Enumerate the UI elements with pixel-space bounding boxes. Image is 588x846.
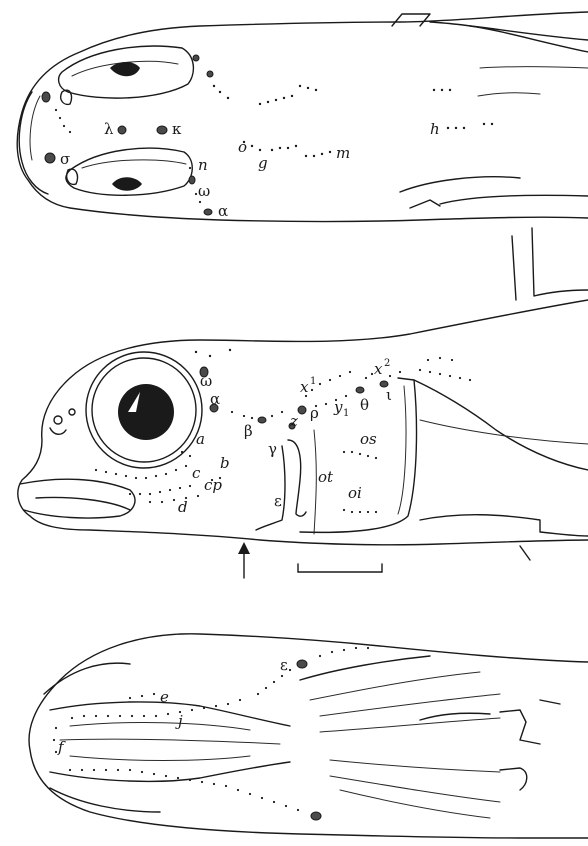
lateral-view-panel: ω α a b c cp d β γ ε z ρ θ ι x 1 x 2 y 1… — [18, 228, 588, 578]
lateral-label-c: c — [192, 464, 201, 482]
dorsal-label-g: g — [258, 154, 268, 172]
dorsal-label-omega: ω — [198, 182, 210, 200]
lateral-label-oi: oi — [348, 484, 362, 502]
lateral-label-y1: y — [333, 398, 343, 416]
dorsal-label-lambda: λ — [104, 120, 114, 138]
lateral-label-b: b — [220, 454, 230, 472]
lateral-label-x2-sup: 2 — [384, 358, 390, 369]
lateral-label-beta: β — [244, 422, 253, 440]
dorsal-label-sigma: σ — [60, 150, 70, 168]
lateral-label-theta: θ — [360, 396, 369, 414]
dorsal-label-kappa: κ — [172, 120, 182, 138]
lateral-label-gamma: γ — [268, 440, 277, 458]
lateral-label-iota: ι — [386, 386, 392, 404]
dorsal-label-o: o — [238, 138, 247, 156]
ventral-label-j: j — [175, 712, 183, 730]
ventral-label-f: f — [57, 738, 66, 756]
dorsal-label-h: h — [430, 120, 440, 138]
dorsal-label-alpha: α — [218, 202, 228, 220]
lateral-label-x2: x — [374, 360, 383, 378]
dorsal-view-panel: λ κ σ n ω α o g m h — [17, 12, 588, 222]
lateral-label-ot: ot — [318, 468, 334, 486]
lateral-label-omega: ω — [200, 372, 212, 390]
lateral-head-outline — [18, 300, 588, 545]
lateral-label-rho: ρ — [310, 404, 319, 422]
lateral-label-epsilon: ε — [274, 492, 282, 510]
lateral-label-x1-sup: 1 — [310, 376, 316, 387]
ventral-pore-dots — [53, 647, 369, 811]
lateral-label-d: d — [178, 498, 188, 516]
lateral-label-os: os — [360, 430, 377, 448]
lateral-label-x1: x — [300, 378, 309, 396]
lateral-label-alpha: α — [210, 390, 220, 408]
indicator-arrow — [238, 542, 250, 578]
lateral-label-a: a — [196, 430, 205, 448]
ventral-label-epsilon: ε — [280, 656, 288, 674]
dorsal-label-m: m — [336, 144, 350, 162]
lateral-pupil — [118, 384, 174, 440]
dorsal-head-outline — [17, 12, 588, 222]
ventral-head-outline — [29, 634, 588, 838]
ventral-view-panel: ε e j f — [29, 634, 588, 838]
lateral-label-z: z — [289, 412, 298, 430]
lateral-label-y1-sub: 1 — [343, 408, 349, 419]
lateral-label-cp: cp — [204, 476, 222, 494]
scale-bar — [298, 564, 382, 572]
dorsal-label-n: n — [198, 156, 208, 174]
ventral-label-e: e — [160, 688, 169, 706]
